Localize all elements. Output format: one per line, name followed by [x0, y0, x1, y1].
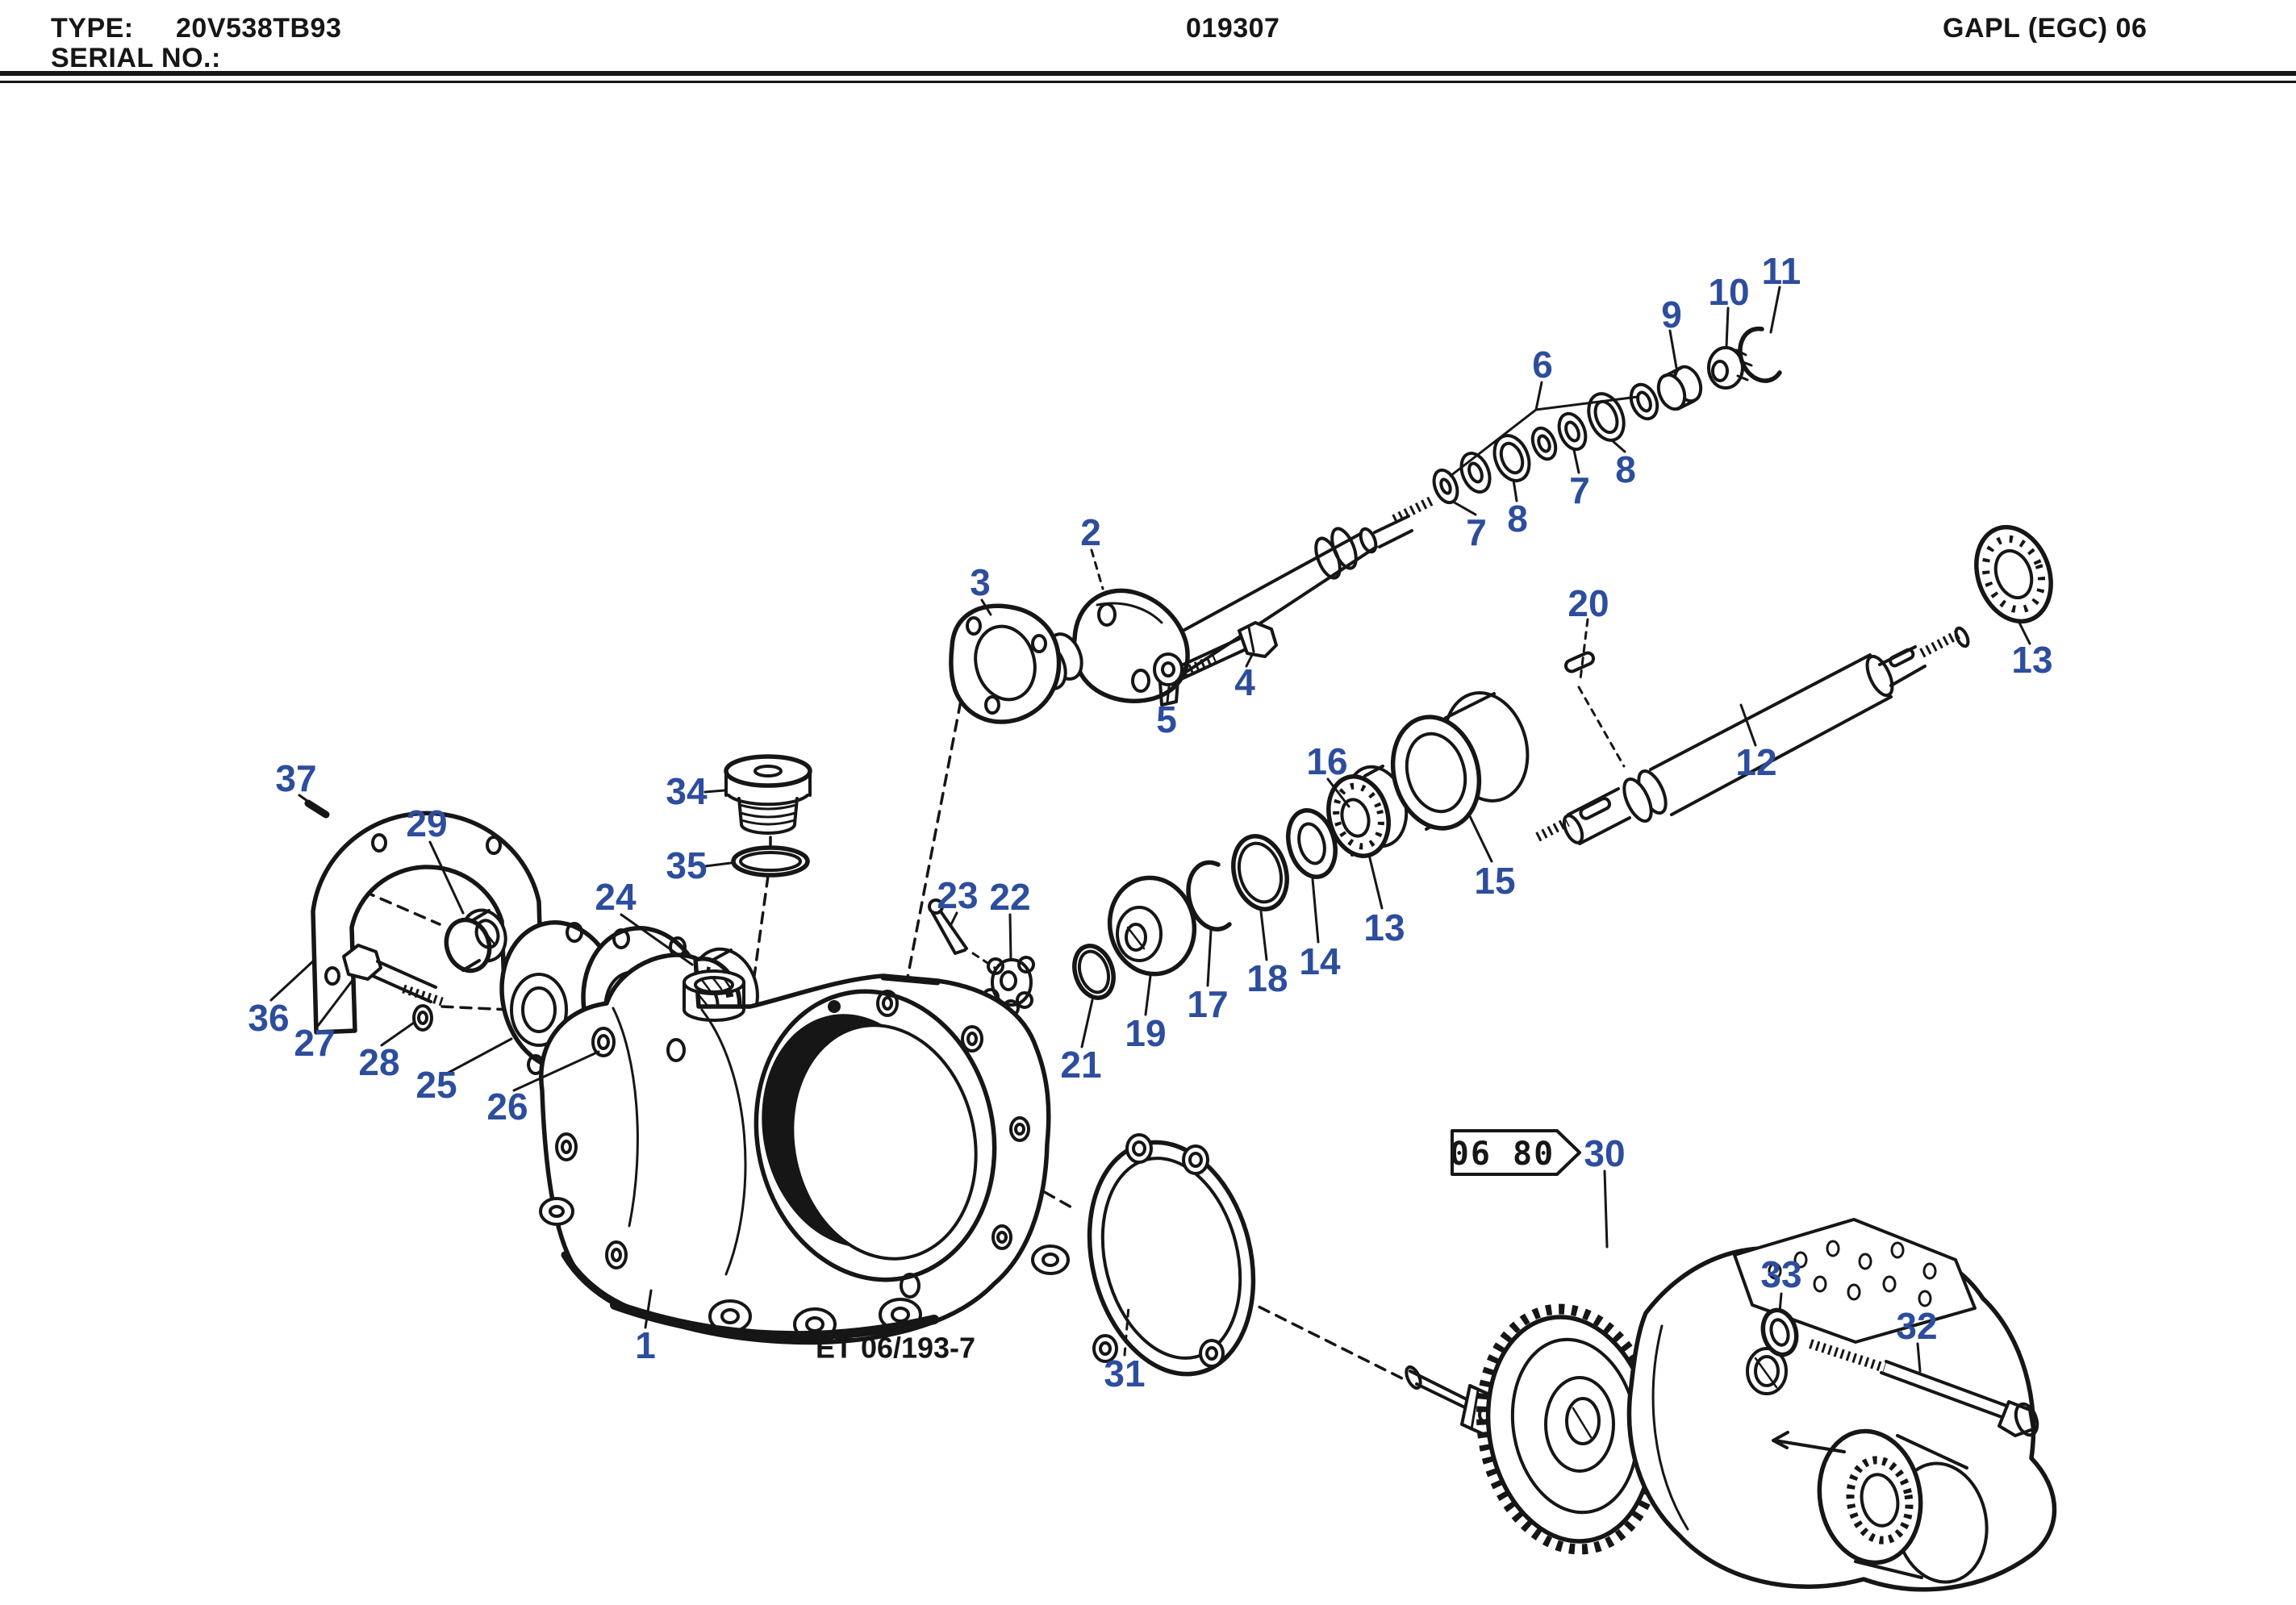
- part-callout-6: 6: [1532, 344, 1553, 386]
- diagram-artwork: [269, 286, 2057, 1592]
- part-callout-14: 14: [1299, 940, 1341, 982]
- type-value: 20V538TB93: [176, 13, 342, 44]
- part-callout-13a: 13: [1363, 907, 1405, 948]
- part-callout-13b: 13: [2011, 639, 2052, 681]
- woodruff-key-20: [1563, 651, 1596, 673]
- part-callout-12: 12: [1735, 741, 1776, 783]
- part-callout-8b: 8: [1615, 448, 1636, 490]
- part-callout-37: 37: [275, 757, 316, 799]
- part-callout-7b: 7: [1569, 469, 1590, 511]
- group-reference-box: [1451, 1129, 1581, 1176]
- part-callout-25: 25: [415, 1064, 457, 1106]
- final-drive-assembly-drawing: [1405, 1218, 2057, 1592]
- diagram-labels: 1 2 3 4 5 6 7 8 7 8 9 10 11 12 13 20 16 …: [248, 250, 2052, 1394]
- cover-gasket-drawing: [1087, 1133, 1256, 1377]
- part-callout-28: 28: [358, 1041, 399, 1083]
- part-callout-31: 31: [1104, 1353, 1145, 1394]
- group-reference-code: 06 80: [1450, 1136, 1555, 1173]
- gearbox-housing-drawing: [539, 953, 1070, 1345]
- header-rule-thin: [0, 81, 2296, 83]
- input-shaft-drawing: [1535, 524, 2053, 845]
- leader-lines: [269, 286, 2031, 1373]
- part-callout-17: 17: [1187, 983, 1228, 1025]
- part-callout-24: 24: [595, 876, 637, 918]
- type-label: TYPE:: [51, 13, 134, 44]
- shifter-shaft-assembly-drawing: [949, 496, 1434, 724]
- part-callout-4: 4: [1234, 661, 1255, 703]
- gear-train-drawing: [928, 691, 1530, 1017]
- part-callout-33: 33: [1760, 1253, 1801, 1295]
- document-code: 019307: [1186, 13, 1280, 44]
- part-callout-11: 11: [1762, 250, 1801, 292]
- part-callout-15: 15: [1474, 860, 1515, 902]
- part-callout-35: 35: [666, 844, 707, 886]
- part-callout-32: 32: [1896, 1305, 1937, 1347]
- part-callout-19: 19: [1125, 1012, 1166, 1054]
- part-callout-22: 22: [989, 876, 1030, 918]
- part-callout-23: 23: [937, 874, 978, 916]
- part-callout-36: 36: [248, 997, 289, 1039]
- part-callout-8a: 8: [1507, 498, 1528, 540]
- part-callout-16: 16: [1306, 740, 1347, 782]
- part-callout-26: 26: [486, 1086, 528, 1128]
- part-callout-18: 18: [1246, 957, 1288, 999]
- page-code: GAPL (EGC) 06: [1943, 13, 2148, 44]
- part-callout-7a: 7: [1466, 511, 1487, 553]
- part-callout-5: 5: [1156, 698, 1177, 740]
- part-callout-34: 34: [666, 770, 708, 812]
- part-callout-1: 1: [635, 1324, 656, 1366]
- part-callout-9: 9: [1661, 294, 1682, 336]
- part-callout-29: 29: [406, 802, 447, 844]
- serial-label: SERIAL NO.:: [51, 43, 221, 73]
- part-callout-3: 3: [970, 561, 991, 603]
- part-callout-21: 21: [1060, 1044, 1101, 1086]
- header-rule-thick: [0, 71, 2296, 76]
- part-callout-27: 27: [294, 1022, 335, 1064]
- drawing-reference: ET 06/193-7: [816, 1332, 975, 1365]
- shim-series-drawing: [1432, 326, 1782, 505]
- part-callout-30: 30: [1584, 1132, 1625, 1174]
- part-callout-20: 20: [1568, 582, 1609, 624]
- part-callout-2: 2: [1080, 511, 1101, 553]
- part-callout-10: 10: [1708, 271, 1749, 313]
